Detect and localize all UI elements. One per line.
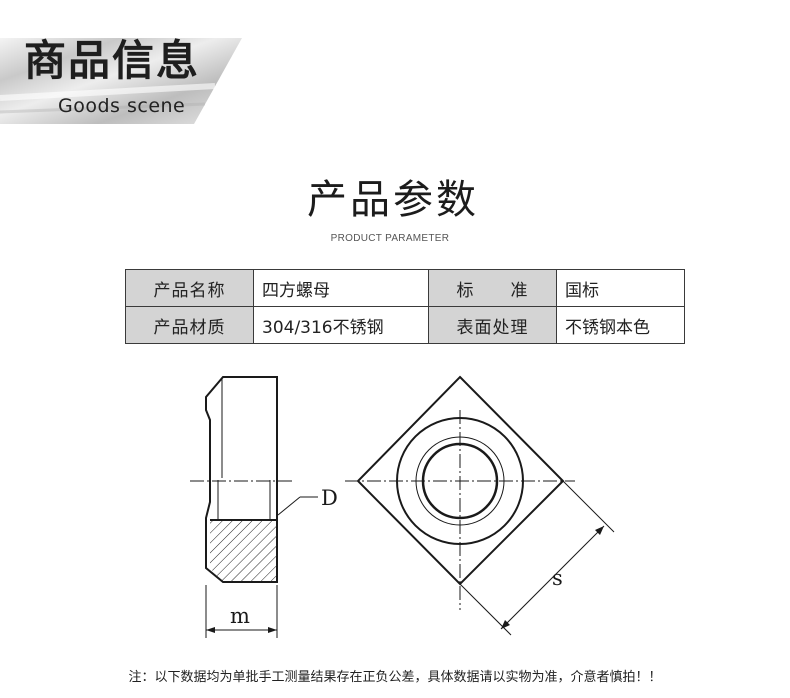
top-view bbox=[345, 375, 615, 636]
table-row: 产品材质 304/316不锈钢 表面处理 不锈钢本色 bbox=[125, 306, 685, 344]
square-nut-technical-drawing: D m s bbox=[190, 375, 615, 638]
param-value-surface: 不锈钢本色 bbox=[556, 306, 685, 344]
table-row: 产品名称 四方螺母 标 准 国标 bbox=[125, 269, 685, 307]
param-label-surface: 表面处理 bbox=[428, 306, 557, 344]
section-subtitle: PRODUCT PARAMETER bbox=[330, 233, 450, 244]
label-d: D bbox=[321, 486, 338, 510]
param-value-standard: 国标 bbox=[556, 269, 685, 307]
measurement-disclaimer: 注：以下数据均为单批手工测量结果存在正负公差，具体数据请以实物为准，介意者慎拍！… bbox=[128, 670, 662, 685]
banner-title: 商品信息 bbox=[24, 36, 201, 85]
product-parameter-table: 产品名称 四方螺母 标 准 国标 产品材质 304/316不锈钢 表面处理 不锈… bbox=[125, 269, 685, 344]
side-view bbox=[190, 376, 318, 638]
goods-scene-banner bbox=[0, 38, 242, 124]
param-value-material: 304/316不锈钢 bbox=[253, 306, 429, 344]
param-label-standard: 标 准 bbox=[428, 269, 557, 307]
banner-subtitle: Goods scene bbox=[58, 95, 186, 117]
param-value-name: 四方螺母 bbox=[253, 269, 429, 307]
param-label-material: 产品材质 bbox=[125, 306, 254, 344]
label-m: m bbox=[230, 604, 250, 628]
label-s: s bbox=[552, 566, 563, 590]
section-title: 产品参数 bbox=[307, 177, 479, 223]
banner-background bbox=[0, 38, 242, 124]
param-label-name: 产品名称 bbox=[125, 269, 254, 307]
